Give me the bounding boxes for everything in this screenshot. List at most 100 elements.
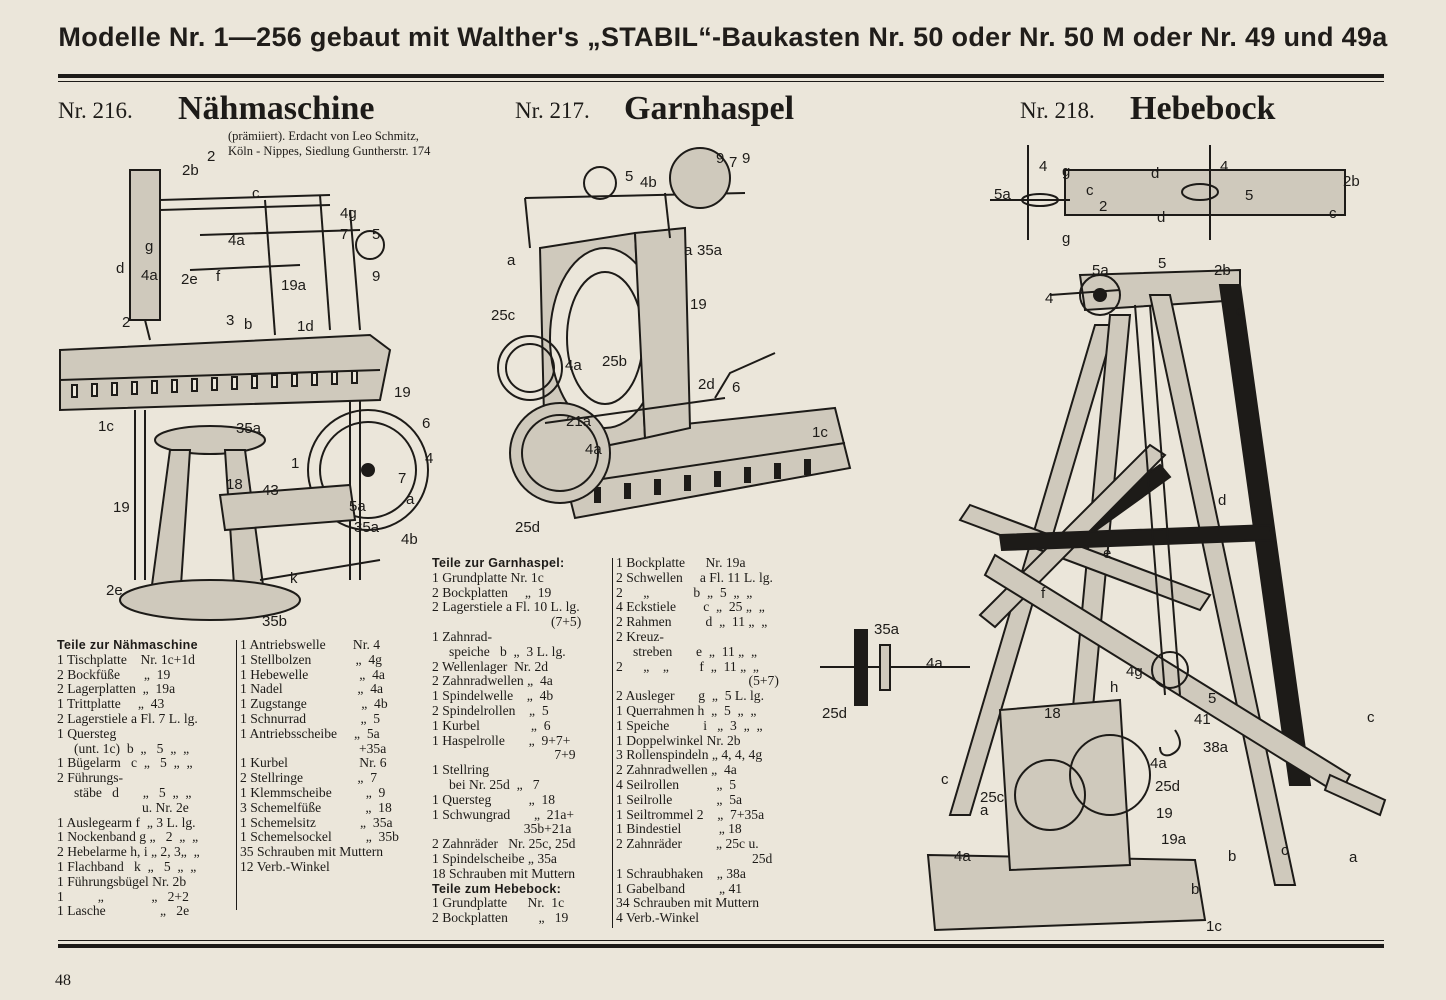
- callout-label: g: [1062, 230, 1071, 247]
- callout-label: 2: [122, 314, 131, 331]
- parts-line: 2 Lagerstiele a Fl. 7 L. lg.: [57, 710, 198, 726]
- callout-label: k: [290, 570, 298, 587]
- callout-label: b: [1228, 848, 1237, 865]
- callout-label: 6: [732, 379, 741, 396]
- sewing-machine-illustration: [59, 169, 429, 621]
- bottom-rule-thin: [58, 940, 1384, 941]
- callout-label: 2: [1099, 198, 1108, 215]
- parts-heading-garnhaspel: Teile zur Garnhaspel:: [432, 556, 565, 570]
- parts-line: 1 Antriebswelle Nr. 4: [240, 637, 381, 652]
- parts-line: 1 Klemmscheibe „ 9: [240, 784, 386, 800]
- parts-line: 1 Schnurrad „ 5: [240, 710, 381, 726]
- parts-line: 1 Schwungrad „ 21a+: [432, 806, 575, 822]
- callout-label: 25d: [822, 705, 848, 722]
- model-216-credit: (prämiiert). Erdacht von Leo Schmitz, Kö…: [228, 129, 431, 158]
- callout-label: 2: [207, 148, 216, 165]
- parts-line: 1 Tischplatte Nr. 1c+1d: [57, 651, 195, 667]
- callout-label: 1c: [812, 424, 828, 441]
- callout-label: a: [406, 491, 415, 508]
- callout-label: 4g: [1126, 663, 1143, 680]
- callout-label: 4: [1045, 290, 1054, 307]
- callout-label: 18: [1044, 705, 1061, 722]
- parts-line: 1 Stellring: [432, 762, 490, 778]
- parts-lines-hebebock-start: 1 Grundplatte Nr. 1c 2 Bockplatten „ 19: [432, 895, 581, 926]
- parts-lines-garnhaspel: 1 Grundplatte Nr. 1c 2 Bockplatten „ 19 …: [432, 569, 581, 882]
- parts-line: 2 Kreuz-: [616, 628, 664, 644]
- parts-line: 1 Trittplatte „ 43: [57, 696, 165, 712]
- callout-label: 25c: [980, 789, 1005, 806]
- callout-label: 2d: [698, 376, 715, 393]
- parts-list-garnhaspel: Teile zur Garnhaspel: 1 Grundplatte Nr. …: [432, 556, 581, 926]
- callout-label: d: [1157, 209, 1166, 226]
- callout-label: f: [1041, 585, 1046, 602]
- callout-label: 5: [1208, 690, 1217, 707]
- callout-label: 2b: [182, 162, 199, 179]
- parts-line: 1 Flachband k „ 5 „ „: [57, 858, 197, 874]
- callout-label: 5a: [1092, 262, 1109, 279]
- parts-line: 1 Querrahmen h „ 5 „ „: [616, 702, 757, 718]
- parts-line: 2 „ „ f „ 11 „ „: [616, 658, 759, 674]
- callout-label: 4a: [1150, 755, 1167, 772]
- callout-label: 2b: [1214, 262, 1231, 279]
- callout-label: 4a: [926, 655, 943, 672]
- callout-label: 19: [690, 296, 707, 313]
- parts-line: 1 Lasche „ 2e: [57, 903, 190, 919]
- callout-label: 5a: [994, 186, 1011, 203]
- parts-line: 1 Grundplatte Nr. 1c: [432, 569, 544, 585]
- callout-label: 21a: [566, 413, 592, 430]
- parts-line: 4 Seilrollen „ 5: [616, 776, 737, 792]
- parts-line: 1 Gabelband „ 41: [616, 880, 743, 896]
- parts-line: speiche b „ 3 L. lg.: [432, 643, 566, 659]
- top-rule-thin: [58, 81, 1384, 82]
- parts-line: (5+7): [616, 673, 779, 689]
- parts-line: 2 Stellringe „ 7: [240, 770, 378, 786]
- parts-line: 18 Schrauben mit Muttern: [432, 865, 576, 881]
- callout-label: 5a: [349, 498, 366, 515]
- parts-line: 1 Quersteg „ 18: [432, 791, 556, 807]
- parts-line: 3 Schemelfüße „ 18: [240, 799, 392, 815]
- callout-label: h: [1110, 679, 1119, 696]
- parts-line: 2 Zahnräder Nr. 25c, 25d: [432, 836, 576, 852]
- callout-label: d: [1218, 492, 1227, 509]
- parts-line: 12 Verb.-Winkel: [240, 858, 330, 874]
- callout-label: 5: [372, 226, 381, 243]
- callout-label: 6: [422, 415, 431, 432]
- callout-label: 25d: [1155, 778, 1181, 795]
- parts-line: 1 Grundplatte Nr. 1c: [432, 895, 565, 911]
- parts-line: 2 Zahnradwellen „ 4a: [616, 762, 737, 778]
- callout-label: 25d: [515, 519, 541, 536]
- parts-line: 1 „ „ 2+2: [57, 888, 189, 904]
- parts-heading-naehmaschine: Teile zur Nähmaschine: [57, 638, 198, 652]
- callout-label: c: [1281, 842, 1289, 859]
- callout-label: c: [941, 771, 949, 788]
- parts-line: 2 Spindelrollen „ 5: [432, 702, 549, 718]
- lifting-jack-top-view: [990, 145, 1346, 240]
- parts-list-naehmaschine-col1: Teile zur Nähmaschine 1 Tischplatte Nr. …: [57, 638, 200, 919]
- callout-label: c: [1367, 709, 1375, 726]
- parts-line: u. Nr. 2e: [57, 799, 189, 815]
- callout-label: f: [216, 268, 221, 285]
- callout-label: 5: [1158, 255, 1167, 272]
- parts-line: 1 Kurbel „ 6: [432, 717, 551, 733]
- callout-label: 4a: [954, 848, 971, 865]
- callout-label: 7: [729, 154, 738, 171]
- parts-line: 35b+21a: [432, 821, 572, 837]
- parts-line: 1 Schemelsockel „ 35b: [240, 829, 399, 845]
- callout-label: d: [1151, 165, 1160, 182]
- callout-label: 1c: [98, 418, 114, 435]
- callout-label: c: [252, 185, 260, 202]
- callout-label: a: [1349, 849, 1358, 866]
- callout-label: 25b: [602, 353, 628, 370]
- callout-label: 19a: [1161, 831, 1187, 848]
- callout-label: e: [1236, 303, 1245, 320]
- callout-label: 4g: [340, 205, 357, 222]
- callout-label: 9: [742, 150, 751, 167]
- column-divider-2: [612, 558, 613, 928]
- callout-label: c: [1086, 182, 1094, 199]
- parts-line: 1 Seilrolle „ 5a: [616, 791, 743, 807]
- callout-label: 4: [1039, 158, 1048, 175]
- callout-label: 9: [716, 150, 725, 167]
- parts-line: 2 Schwellen a Fl. 11 L. lg.: [616, 569, 773, 585]
- column-divider: [236, 640, 237, 910]
- callout-label: 2e: [106, 582, 123, 599]
